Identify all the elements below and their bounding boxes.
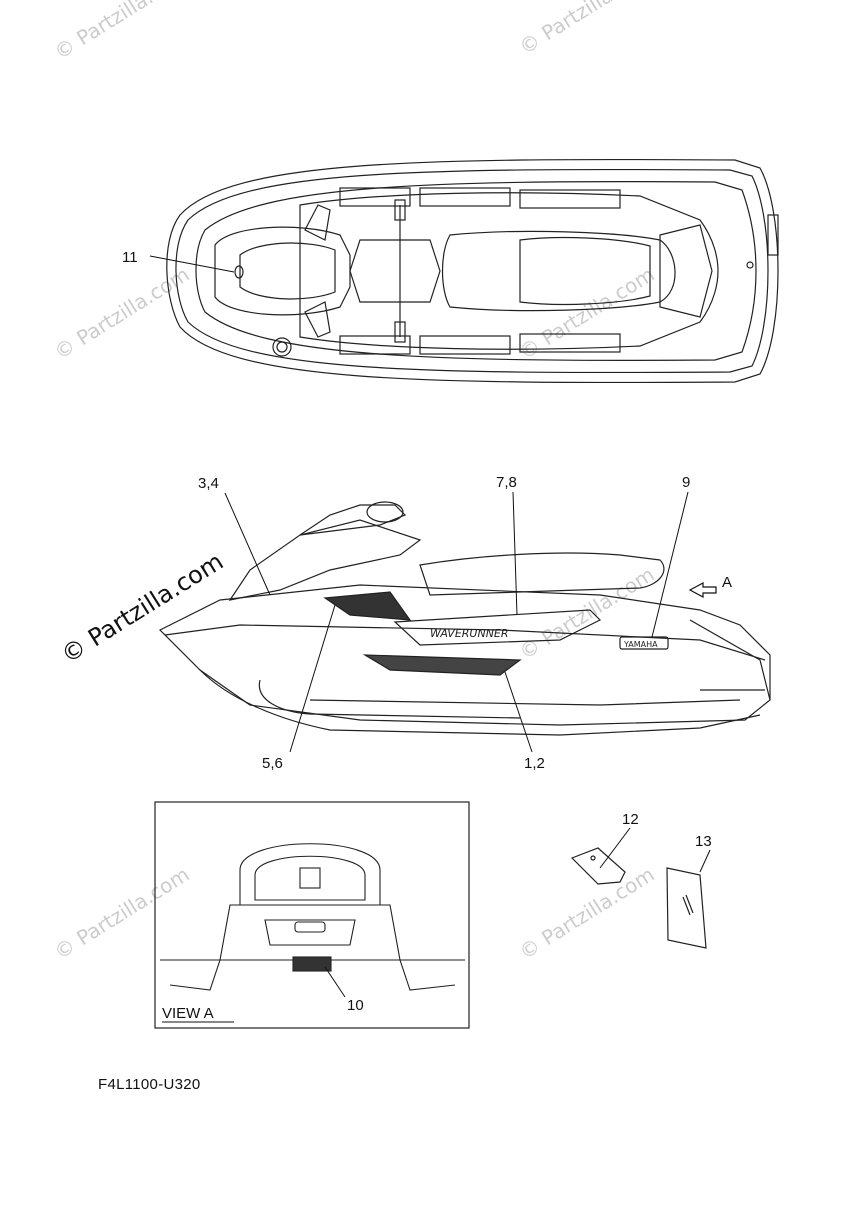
watermarks: © Partzilla.com © Partzilla.com © Partzi… bbox=[50, 0, 659, 964]
callout-label: 12 bbox=[622, 811, 639, 828]
callout-11: 11 bbox=[122, 249, 235, 273]
callout-label: 11 bbox=[122, 249, 138, 266]
view-a-arrow: A bbox=[688, 574, 732, 599]
watermark: © Partzilla.com bbox=[50, 0, 194, 64]
watermark: © Partzilla.com bbox=[515, 0, 659, 59]
callout-label: 7,8 bbox=[496, 474, 517, 491]
watermark: © Partzilla.com bbox=[50, 262, 194, 364]
callout-label: 3,4 bbox=[198, 475, 219, 492]
view-a-label: VIEW A bbox=[162, 1005, 214, 1022]
view-a-box: 10 VIEW A bbox=[154, 801, 470, 1029]
callout-label: 13 bbox=[695, 833, 712, 850]
callout-label: 1,2 bbox=[524, 755, 545, 772]
side-view-hull: WAVERUNNER YAMAHA bbox=[158, 501, 771, 736]
side-callouts bbox=[224, 491, 689, 753]
callout-label: 9 bbox=[682, 474, 690, 491]
waverunner-decal-text: WAVERUNNER bbox=[430, 627, 509, 640]
top-view-hull bbox=[166, 158, 779, 384]
callout-label: 10 bbox=[347, 997, 364, 1014]
part-13-card bbox=[666, 849, 711, 949]
arrow-label: A bbox=[722, 574, 732, 591]
yamaha-decal-text: YAMAHA bbox=[623, 640, 658, 649]
watermark: © Partzilla.com bbox=[515, 862, 659, 964]
part-12-tag bbox=[570, 827, 631, 885]
callout-label: 5,6 bbox=[262, 755, 283, 772]
diagram-code: F4L1100-U320 bbox=[98, 1076, 201, 1093]
watermark: © Partzilla.com bbox=[50, 862, 194, 964]
